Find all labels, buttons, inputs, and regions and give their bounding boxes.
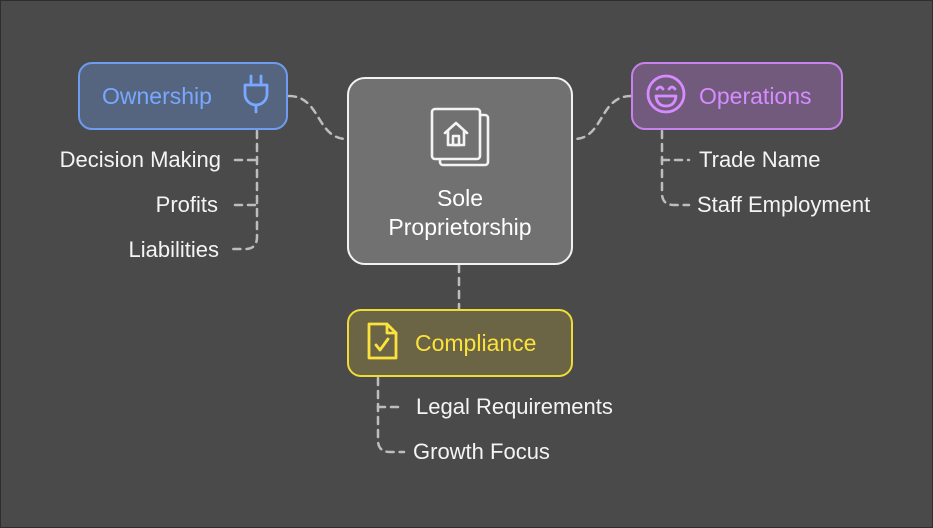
operations-item-staff-employment: Staff Employment [697,192,871,217]
ownership-item-decision-making: Decision Making [59,147,221,172]
connector-ownership-items [231,129,259,251]
compliance-item-legal-requirements: Legal Requirements [416,394,613,419]
plug-icon [242,74,270,119]
compliance-item-growth-focus: Growth Focus [413,439,550,464]
connector-operations-items [660,129,691,207]
smiley-icon [645,73,687,120]
ownership-label: Ownership [102,82,212,109]
center-title: Sole Proprietorship [388,184,531,242]
connector-compliance-items [376,376,406,454]
operations-label: Operations [699,82,812,109]
center-title-line-1: Sole [436,185,484,211]
ownership-node[interactable]: Ownership [78,62,288,130]
ownership-item-liabilities: Liabilities [128,237,220,262]
compliance-label: Compliance [415,329,537,356]
connector-operations-center [572,94,633,141]
operations-item-trade-name: Trade Name [699,147,821,172]
operations-node[interactable]: Operations [631,62,843,130]
house-document-icon [428,107,492,174]
center-node[interactable]: Sole Proprietorship [347,77,573,265]
connector-ownership-center [287,94,349,141]
ownership-item-profits: Profits [155,192,218,217]
checked-document-icon [365,321,399,366]
center-title-line-2: Proprietorship [388,214,532,240]
compliance-node[interactable]: Compliance [347,309,573,377]
